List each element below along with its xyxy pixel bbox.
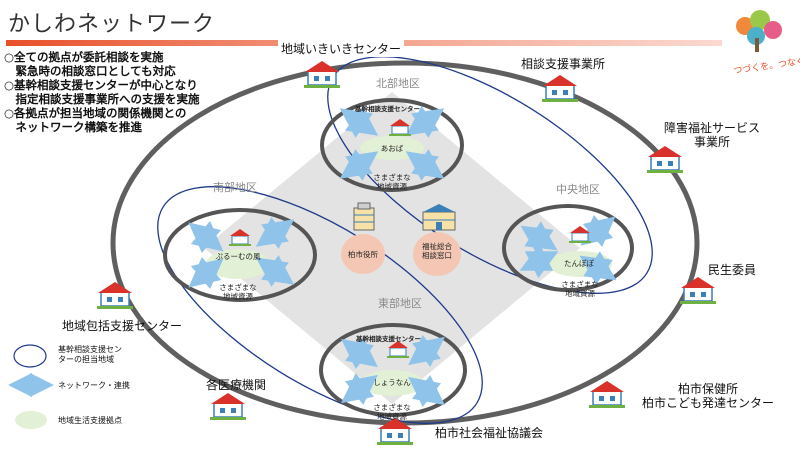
resources-line: 地域資源: [565, 289, 595, 298]
note-line: ○全ての拠点が委託相談を実施: [4, 50, 164, 64]
resources-line: 地域資源: [377, 182, 407, 191]
node-label-top-right: 相談支援事業所: [521, 57, 606, 71]
legend-base-blob-icon: [15, 411, 47, 429]
resources-line: さまざまな: [219, 283, 257, 292]
logo-tree-icon: [736, 10, 782, 52]
legend-area-label: 基幹相談支援セン ターの担当地域: [58, 345, 122, 365]
node-label-line: 事業所: [694, 135, 731, 149]
welfare-window-label: 福祉総合 相談窓口: [416, 242, 458, 260]
notes-list: ○全ての拠点が委託相談を実施 緊急時の相談窓口としても対応 ○基幹相談支援センタ…: [4, 50, 200, 134]
region-label-north: 北部地区: [376, 77, 420, 90]
region-label-central: 中央地区: [556, 183, 600, 196]
resources-line: 地域資源: [377, 412, 407, 421]
node-label-line: 柏市保健所: [678, 382, 739, 396]
resources-line: 地域資源: [223, 292, 253, 301]
north-center-label: 基幹相談支援センター: [355, 105, 420, 113]
region-circle-north: [320, 98, 464, 192]
network-arrows: [188, 106, 617, 408]
center-diamond: [204, 92, 580, 404]
node-label-line: 障害福祉サービス: [664, 121, 761, 135]
node-label-bottom-left: 各医療機関: [206, 378, 267, 392]
welfare-line: 福祉総合: [422, 242, 452, 251]
note-line: 緊急時の相談窓口としても対応: [4, 64, 176, 78]
page-title: かしわネットワーク: [8, 12, 216, 37]
note-line: ○基幹相談支援センターが中心となり: [4, 78, 198, 92]
house-icon-right-lower: [588, 380, 626, 409]
house-icon-bottom-left: [209, 392, 247, 421]
city-office-building-icon: [353, 202, 375, 231]
north-base-name: あおば: [380, 144, 404, 153]
legend-area-ellipse-icon: [13, 344, 47, 368]
city-office-circle: [341, 234, 385, 274]
region-circle-south: [163, 208, 317, 302]
node-label-bottom: 柏市社会福祉協議会: [435, 426, 544, 440]
east-base-name: しょうなん: [373, 378, 411, 387]
welfare-window-circle: [413, 232, 461, 276]
outer-ring: [110, 60, 700, 426]
node-label-left: 地域包括支援センター: [62, 319, 183, 333]
note-line: ネットワーク構築を推進: [4, 120, 142, 134]
resources-line: さまざまな: [373, 173, 411, 182]
house-icon-left: [96, 281, 134, 310]
region-label-south: 南部地区: [213, 181, 257, 194]
node-label-line: 柏市こども発達センター: [642, 396, 775, 410]
welfare-line: 相談窓口: [422, 251, 452, 260]
node-label-right-middle: 民生委員: [708, 263, 757, 277]
welfare-building-icon: [422, 204, 456, 231]
legend-line: 基幹相談支援セン: [58, 345, 122, 354]
house-icon-top-right: [541, 74, 579, 103]
east-center-label: 基幹相談支援センター: [356, 335, 421, 343]
legend-network-label: ネットワーク・連携: [58, 381, 130, 390]
node-label-right-upper: 障害福祉サービス 事業所: [664, 121, 760, 149]
house-icon-central: [568, 225, 592, 244]
south-base-name: ぷるーむの風: [215, 252, 261, 261]
note-line: ○各拠点が担当地域の関係機関との: [4, 106, 187, 120]
region-circle-central: [502, 204, 634, 292]
resources-line: さまざまな: [561, 280, 599, 289]
region-label-east: 東部地区: [378, 297, 422, 310]
north-resources: さまざまな 地域資源: [372, 173, 412, 191]
region-circle-east: [319, 323, 467, 417]
resources-line: さまざまな: [373, 403, 411, 412]
house-icon-top: [303, 60, 341, 89]
south-resources: さまざまな 地域資源: [218, 283, 258, 301]
central-base-name: たんぽぽ: [564, 259, 594, 268]
central-resources: さまざまな 地域資源: [560, 280, 600, 298]
east-resources: さまざまな 地域資源: [372, 403, 412, 421]
note-line: 指定相談支援事業所への支援を実施: [4, 92, 200, 106]
city-office-label: 柏市役所: [348, 250, 378, 259]
house-icon-right-middle: [679, 276, 717, 305]
legend-line: ターの担当地域: [58, 355, 114, 364]
legend-base-label: 地域生活支援拠点: [58, 416, 122, 425]
node-label-top: 地域いきいきセンター: [278, 40, 405, 57]
node-label-right-lower: 柏市保健所 柏市こども発達センター: [642, 382, 774, 410]
